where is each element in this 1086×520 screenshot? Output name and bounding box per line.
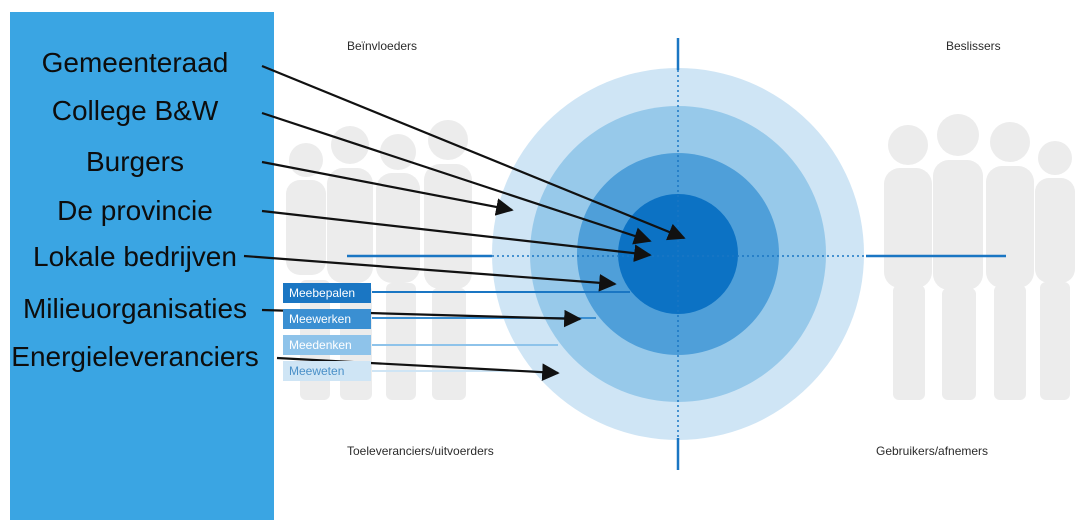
quadrant-label-bottom-right: Gebruikers/afnemers: [876, 444, 989, 458]
quadrant-label-top-right: Beslissers: [946, 39, 1001, 53]
arrow-provincie: [261, 209, 652, 262]
quadrant-label-top-left: Beïnvloeders: [347, 39, 418, 53]
stakeholder-milieuorganisaties: Milieuorganisaties: [22, 293, 248, 324]
people-silhouettes-left: [286, 120, 472, 400]
axes: [347, 38, 1006, 470]
arrow-college: [261, 111, 652, 245]
stakeholder-panel: [10, 12, 274, 520]
level-meedenken: Meedenken: [283, 335, 371, 355]
level-meeweten: Meeweten: [283, 361, 371, 381]
quadrant-label-bottom-left: Toeleveranciers/uitvoerders: [347, 444, 494, 458]
arrow-burgers: [261, 160, 514, 216]
stakeholder-provincie: De provincie: [57, 195, 213, 226]
arrow-gemeenteraad: [261, 64, 686, 241]
arrow-lokale-bedrijven: [243, 254, 617, 292]
level-meebepalen: Meebepalen: [283, 283, 371, 303]
stakeholder-gemeenteraad: Gemeenteraad: [41, 47, 229, 78]
stakeholder-energieleveranciers: Energieleveranciers: [11, 341, 259, 372]
stakeholder-lokale-bedrijven: Lokale bedrijven: [33, 241, 237, 272]
level-meewerken: Meewerken: [283, 309, 371, 329]
stakeholder-college: College B&W: [51, 95, 219, 126]
arrow-energieleveranciers: [276, 356, 560, 381]
stakeholder-burgers: Burgers: [85, 146, 185, 177]
people-silhouettes-right: [884, 114, 1075, 400]
